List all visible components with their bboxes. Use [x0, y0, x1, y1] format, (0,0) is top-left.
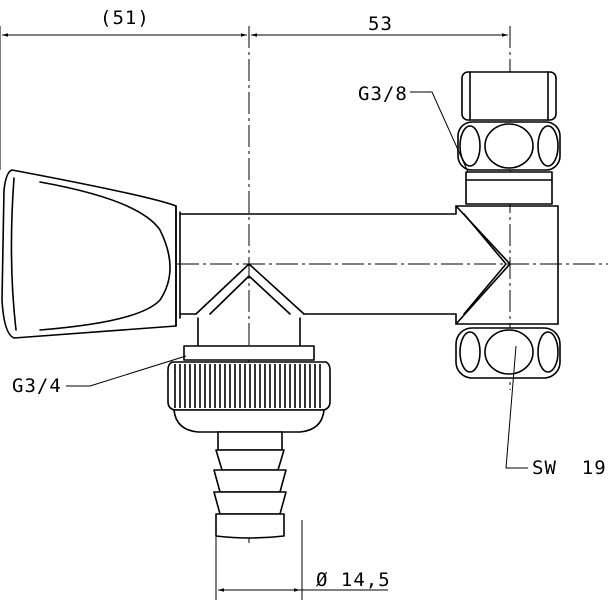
hose-tip	[215, 513, 285, 539]
bottom-hex-face-left	[459, 331, 481, 373]
dimension-label-53: 53	[368, 13, 393, 35]
dimension-lines	[0, 26, 508, 600]
leader-g34	[66, 355, 187, 387]
bottom-hex-face-right	[537, 331, 559, 373]
callout-label-sw19: SW 19	[532, 457, 607, 479]
top-hex-face-left	[459, 125, 481, 167]
bottom-hex-nut	[455, 327, 561, 379]
hose-barb-4	[213, 491, 287, 515]
spout-cone-outer	[195, 263, 305, 315]
labels: (51) 53 G3/8 G3/4 SW 19 Ø 14,5	[12, 7, 607, 591]
bottom-hex-face-center	[484, 329, 534, 375]
spout-cone-inner	[209, 275, 291, 315]
leader-g38	[410, 91, 469, 173]
inlet-nut-top-ring	[183, 345, 315, 361]
handle-inner-contour	[10, 177, 17, 331]
body-bore-cone-right-inner	[463, 213, 507, 315]
top-hex-face-center	[484, 123, 534, 169]
top-outlet	[457, 71, 561, 205]
dimension-label-51: (51)	[100, 7, 150, 29]
callout-label-g38: G3/8	[358, 83, 408, 105]
top-hex-face-right	[537, 125, 559, 167]
dimension-label-diameter: Ø 14,5	[316, 569, 391, 591]
top-outlet-cap	[461, 71, 557, 121]
valve-body	[179, 205, 559, 347]
inlet-nut-bottom	[173, 409, 325, 433]
top-outlet-stem	[465, 171, 553, 205]
hose-barb-2	[215, 449, 285, 471]
handle-grip-curve	[39, 181, 171, 331]
body-top-edge	[179, 205, 559, 215]
handle-outline	[1, 169, 177, 339]
body-bottom-edge	[179, 313, 559, 325]
body-bore-cone-right	[455, 205, 511, 325]
bottom-hex-outline	[455, 327, 561, 379]
leader-sw19	[505, 345, 528, 469]
leader-lines	[66, 91, 528, 469]
hose-barb-1	[217, 431, 283, 451]
callout-label-g34: G3/4	[12, 375, 62, 397]
hose-nozzle	[213, 431, 287, 539]
handle	[1, 169, 181, 339]
knurl-lines	[174, 364, 321, 408]
hose-barb-3	[213, 469, 287, 493]
top-hex-nut	[457, 121, 561, 171]
inlet-nut	[167, 345, 331, 433]
spout-neck	[197, 317, 301, 347]
